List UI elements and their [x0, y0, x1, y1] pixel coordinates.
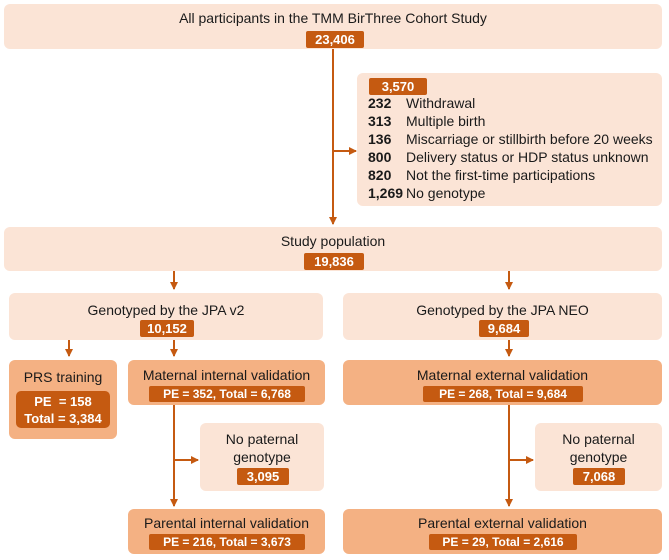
maternal-external-label: Maternal external validation [416, 367, 589, 383]
exclusion-reason: Delivery status or HDP status unknown [406, 149, 649, 165]
no-paternal-right-count: 7,068 [573, 468, 625, 485]
prs-training-pe: PE = 158 [34, 394, 92, 409]
jpa-v2-box: Genotyped by the JPA v2 10,152 [9, 293, 323, 340]
no-paternal-right-line1: No paternal [562, 431, 635, 447]
study-population-count: 19,836 [304, 253, 364, 270]
exclusion-reason: Not the first-time participations [406, 167, 596, 183]
maternal-internal-label: Maternal internal validation [142, 367, 311, 383]
all-participants-label: All participants in the TMM BirThree Coh… [179, 10, 487, 26]
jpa-neo-count: 9,684 [479, 320, 529, 337]
exclusion-reason: Withdrawal [406, 95, 476, 111]
all-participants-box: All participants in the TMM BirThree Coh… [4, 4, 662, 49]
jpa-v2-count: 10,152 [140, 320, 194, 337]
prs-training-box: PRS training PE = 158 Total = 3,384 [9, 360, 117, 439]
study-population-box: Study population 19,836 [4, 227, 662, 271]
exclusion-reason: Multiple birth [406, 113, 486, 129]
exclusion-n: 136 [368, 131, 392, 147]
parental-internal-box: Parental internal validation PE = 216, T… [128, 509, 325, 554]
no-paternal-left-line2: genotype [233, 449, 291, 465]
exclusion-box: 3,570 232 Withdrawal 313 Multiple birth … [357, 73, 662, 206]
parental-external-label: Parental external validation [418, 515, 587, 531]
no-paternal-left-count: 3,095 [237, 468, 289, 485]
exclusion-n: 1,269 [368, 185, 404, 201]
no-paternal-left-box: No paternal genotype 3,095 [200, 423, 324, 491]
no-paternal-left-line1: No paternal [225, 431, 299, 447]
exclusion-n: 313 [368, 113, 392, 129]
jpa-neo-label: Genotyped by the JPA NEO [416, 302, 589, 318]
maternal-external-stats: PE = 268, Total = 9,684 [423, 386, 583, 402]
jpa-v2-label: Genotyped by the JPA v2 [87, 302, 245, 318]
study-population-label: Study population [280, 233, 386, 249]
no-paternal-right-line2: genotype [569, 449, 628, 465]
maternal-internal-box: Maternal internal validation PE = 352, T… [128, 360, 325, 405]
maternal-internal-stats: PE = 352, Total = 6,768 [149, 386, 305, 402]
parental-internal-stats: PE = 216, Total = 3,673 [149, 534, 305, 550]
maternal-external-box: Maternal external validation PE = 268, T… [343, 360, 662, 405]
jpa-neo-box: Genotyped by the JPA NEO 9,684 [343, 293, 662, 340]
exclusion-n: 800 [368, 149, 392, 165]
prs-training-total: Total = 3,384 [24, 411, 102, 426]
exclusion-n: 820 [368, 167, 392, 183]
exclusion-n: 232 [368, 95, 392, 111]
parental-internal-label: Parental internal validation [144, 515, 309, 531]
parental-external-box: Parental external validation PE = 29, To… [343, 509, 662, 554]
all-participants-count: 23,406 [306, 31, 364, 48]
exclusion-count: 3,570 [369, 78, 427, 95]
exclusion-reason: Miscarriage or stillbirth before 20 week… [406, 131, 653, 147]
parental-external-stats: PE = 29, Total = 2,616 [429, 534, 577, 550]
no-paternal-right-box: No paternal genotype 7,068 [535, 423, 662, 491]
exclusion-reason: No genotype [406, 185, 486, 201]
prs-training-stats: PE = 158 Total = 3,384 [16, 391, 110, 428]
prs-training-label: PRS training [23, 369, 103, 385]
